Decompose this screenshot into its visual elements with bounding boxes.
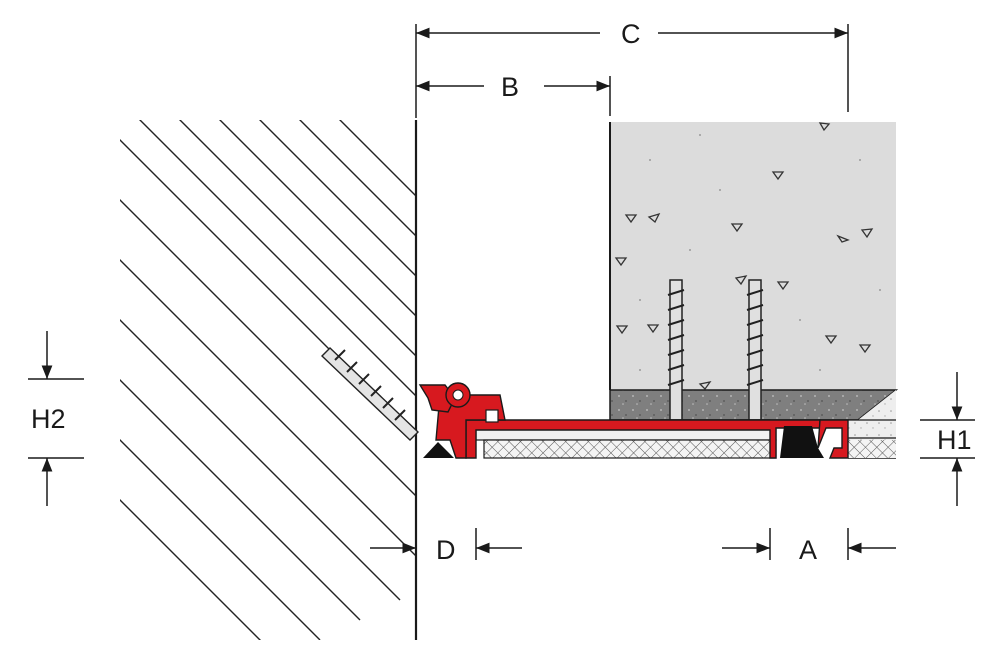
label-b: B xyxy=(501,72,519,102)
dimension-c xyxy=(415,24,849,118)
dimension-a xyxy=(722,528,896,560)
label-h2: H2 xyxy=(31,404,66,434)
wall-anchor-screw xyxy=(320,347,420,441)
profile-bolt xyxy=(485,409,499,423)
rubber-insert-left xyxy=(423,442,454,458)
dimension-d xyxy=(370,528,522,560)
label-h1: H1 xyxy=(937,425,972,455)
label-c: C xyxy=(621,19,641,49)
dimension-h1 xyxy=(920,372,975,506)
wall-hatching xyxy=(120,120,416,640)
label-a: A xyxy=(799,535,817,565)
dimension-h2 xyxy=(28,331,84,506)
dimension-b xyxy=(416,76,611,116)
label-d: D xyxy=(436,535,456,565)
rubber-insert-right xyxy=(780,426,824,458)
